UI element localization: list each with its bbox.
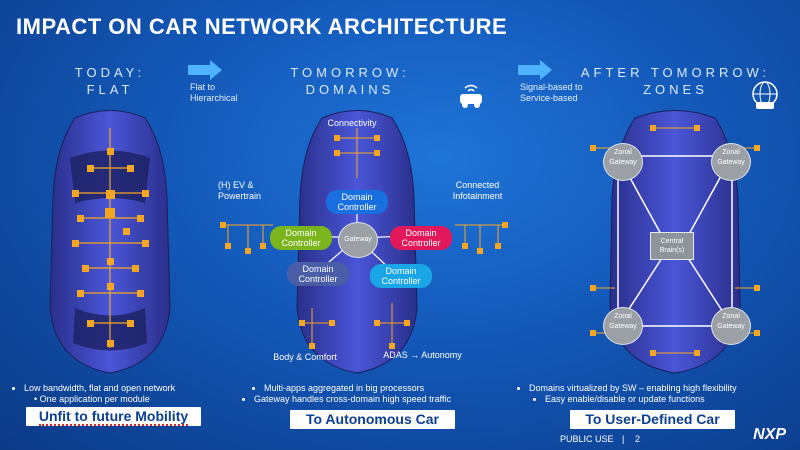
dc-line1: Domain	[385, 266, 417, 276]
body-comfort-label: Body & Comfort	[273, 352, 337, 362]
arrow-note-2-line2: Service-based	[520, 93, 578, 103]
bullet-item: Low bandwidth, flat and open network	[24, 383, 254, 394]
gateway-node: Gateway	[338, 222, 378, 258]
infotainment-label-line2: Infotainment	[452, 191, 503, 201]
nxp-logo: NXP	[753, 426, 786, 443]
heading-today: TODAY: FLAT	[55, 64, 165, 98]
bullet-item: Domains virtualized by SW – enabling hig…	[529, 383, 800, 394]
zonal-line1: Zonal	[614, 313, 632, 320]
connectivity-label: Connectivity	[327, 118, 377, 128]
bullets-tomorrow: Multi-apps aggregated in big processors …	[240, 383, 504, 405]
dc-line2: Controller	[401, 238, 441, 248]
heading-tomorrow-line2: DOMAINS	[305, 82, 395, 97]
central-line2: Brain(s)	[659, 247, 685, 254]
dc-line1: Domain	[341, 192, 373, 202]
infotainment-bus-tree	[455, 222, 508, 254]
zonal-line1: Zonal	[722, 313, 740, 320]
globe-car-icon	[752, 81, 778, 109]
arrow-icon	[518, 60, 552, 80]
dc-line2: Controller	[337, 202, 377, 212]
bullet-text: One application per module	[39, 394, 150, 404]
infotainment-label-line1: Connected	[455, 180, 500, 190]
heading-after-tomorrow-line2: ZONES	[643, 82, 708, 97]
heading-after-tomorrow: AFTER TOMORROW: ZONES	[568, 64, 783, 98]
connected-car-icon	[460, 84, 482, 108]
zonal-line2: Gateway	[717, 159, 745, 166]
dc-line1: Domain	[285, 228, 317, 238]
heading-today-line2: FLAT	[86, 82, 134, 97]
dc-line1: Domain	[302, 264, 334, 274]
ev-label-line2: Powertrain	[218, 191, 262, 201]
bullet-item: Gateway handles cross-domain high speed …	[254, 394, 504, 405]
dc-line2: Controller	[281, 238, 321, 248]
callout-tomorrow: To Autonomous Car	[290, 410, 455, 429]
page-number: 2	[635, 434, 641, 444]
heading-after-tomorrow-line1: AFTER TOMORROW:	[580, 65, 771, 80]
infotainment-label: Connected Infotainment	[445, 180, 510, 202]
zonal-line2: Gateway	[609, 159, 637, 166]
arrow-note-1-line2: Hierarchical	[190, 93, 238, 103]
arrow-note-1-line1: Flat to	[190, 82, 216, 92]
adas-label: ADAS → Autonomy	[383, 350, 462, 360]
bullets-today: Low bandwidth, flat and open network • O…	[10, 383, 254, 405]
zonal-line2: Gateway	[609, 323, 637, 330]
zonal-line1: Zonal	[722, 149, 740, 156]
heading-tomorrow: TOMORROW: DOMAINS	[275, 64, 425, 98]
footer-classification: PUBLIC USE	[560, 434, 614, 444]
ev-label: (H) EV & Powertrain	[218, 180, 273, 202]
callout-today-text: Unfit to future Mobility	[38, 408, 189, 426]
bullet-item: Easy enable/disable or update functions	[545, 394, 800, 405]
bullet-item: • One application per module	[34, 394, 150, 404]
footer-separator: |	[622, 434, 625, 444]
zonal-line2: Gateway	[717, 323, 745, 330]
bullets-after-tomorrow: Domains virtualized by SW – enabling hig…	[515, 383, 800, 405]
car-flat	[49, 110, 171, 374]
callout-today: Unfit to future Mobility	[26, 407, 201, 426]
central-line1: Central	[660, 238, 684, 245]
dc-line2: Controller	[298, 274, 338, 284]
ev-bus-tree	[220, 222, 273, 254]
ev-label-line1: (H) EV &	[218, 180, 254, 190]
callout-after-tomorrow: To User-Defined Car	[570, 410, 735, 429]
zonal-line1: Zonal	[614, 149, 632, 156]
arrow-note-1: Flat to Hierarchical	[190, 82, 238, 104]
heading-tomorrow-line1: TOMORROW:	[290, 65, 410, 80]
bullet-item: Multi-apps aggregated in big processors	[264, 383, 504, 394]
slide-title: IMPACT ON CAR NETWORK ARCHITECTURE	[16, 14, 508, 39]
heading-today-line1: TODAY:	[74, 65, 146, 80]
arrow-note-2-line1: Signal-based to	[520, 82, 583, 92]
dc-line1: Domain	[405, 228, 437, 238]
arrow-icon	[188, 60, 222, 80]
dc-line2: Controller	[381, 276, 421, 286]
arrow-note-2: Signal-based to Service-based	[520, 82, 583, 104]
